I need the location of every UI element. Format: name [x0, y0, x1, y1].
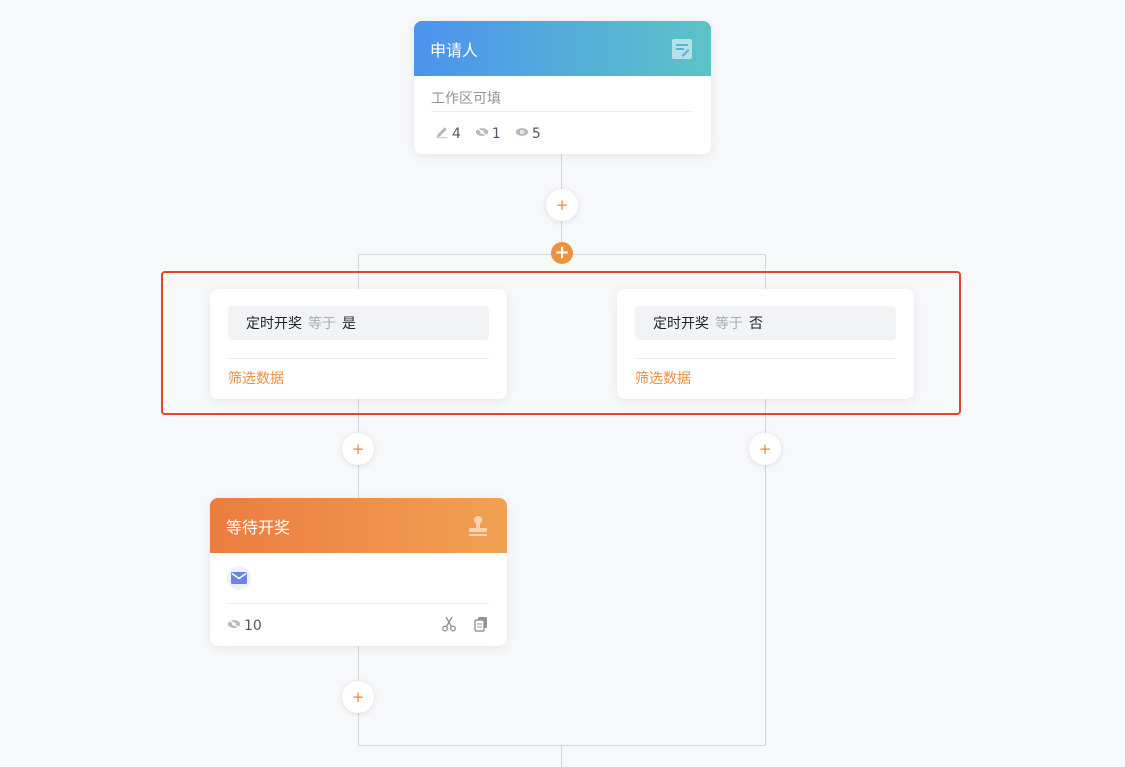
eye-off-icon — [227, 617, 241, 635]
condition-value: 否 — [749, 316, 763, 332]
node-title: 等待开奖 — [226, 517, 291, 537]
add-branch-button[interactable]: + — [551, 242, 573, 264]
condition-value: 是 — [342, 316, 356, 332]
hidden-count: 1 — [491, 125, 501, 142]
filter-data-link[interactable]: 筛选数据 — [228, 371, 284, 387]
cut-button[interactable] — [441, 616, 457, 636]
branch-condition-card-no[interactable]: 定时开奖 等于 否 筛选数据 — [617, 289, 914, 399]
node-actions — [441, 616, 489, 636]
hidden-stat: 10 — [227, 617, 262, 635]
eye-icon — [515, 125, 529, 143]
add-node-button-right-branch[interactable]: + — [749, 433, 781, 465]
notification-row — [227, 553, 489, 604]
condition-operator: 等于 — [715, 316, 743, 332]
node-subtitle: 工作区可填 — [431, 76, 693, 112]
scissors-icon — [441, 616, 457, 636]
mail-icon — [231, 569, 247, 588]
condition-field: 定时开奖 — [653, 316, 709, 332]
approval-node-header: 等待开奖 — [210, 498, 507, 553]
branch-bottom-line — [358, 745, 766, 746]
eye-off-icon — [475, 125, 489, 143]
applicant-node-card[interactable]: 申请人 工作区可填 4 — [414, 21, 711, 154]
connector-line-bottom — [561, 745, 562, 767]
add-node-button-left-branch[interactable]: + — [342, 433, 374, 465]
stamp-icon — [465, 513, 491, 539]
add-node-button[interactable]: + — [546, 189, 578, 221]
copy-icon — [473, 616, 489, 636]
hidden-count: 10 — [244, 617, 262, 634]
condition-rule: 定时开奖 等于 是 — [228, 306, 489, 340]
condition-field: 定时开奖 — [246, 316, 302, 332]
divider — [228, 358, 489, 359]
visible-stat: 5 — [515, 125, 541, 143]
filter-data-link[interactable]: 筛选数据 — [635, 371, 691, 387]
branch-right-line — [765, 254, 766, 746]
applicant-node-header: 申请人 — [414, 21, 711, 76]
editable-count: 4 — [452, 125, 461, 142]
form-edit-icon — [669, 36, 695, 62]
branch-condition-card-yes[interactable]: 定时开奖 等于 是 筛选数据 — [210, 289, 507, 399]
condition-rule: 定时开奖 等于 否 — [635, 306, 896, 340]
pencil-icon — [435, 125, 449, 143]
add-node-button-after-approval[interactable]: + — [342, 681, 374, 713]
approval-footer: 10 — [227, 604, 489, 646]
permission-stats: 4 1 5 — [431, 112, 693, 154]
visible-count: 5 — [531, 125, 541, 142]
copy-button[interactable] — [473, 616, 489, 636]
approval-node-card[interactable]: 等待开奖 — [210, 498, 507, 646]
divider — [635, 358, 896, 359]
condition-operator: 等于 — [308, 316, 336, 332]
hidden-stat: 1 — [475, 125, 501, 143]
node-title: 申请人 — [430, 40, 479, 60]
mail-badge[interactable] — [227, 566, 251, 590]
editable-stat: 4 — [435, 125, 461, 143]
